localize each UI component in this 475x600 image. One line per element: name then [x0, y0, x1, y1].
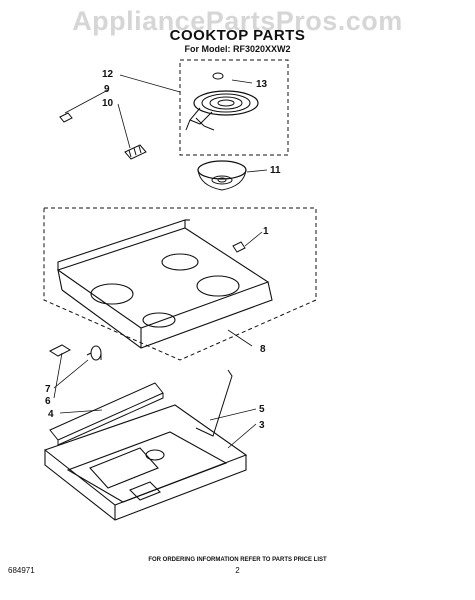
- terminal-block: [59, 112, 147, 160]
- callout-9: 9: [104, 84, 110, 95]
- front-trim: [49, 382, 164, 446]
- callout-6: 6: [45, 396, 51, 407]
- callout-11: 11: [270, 165, 281, 176]
- clip: [232, 241, 246, 253]
- ordering-note: FOR ORDERING INFORMATION REFER TO PARTS …: [148, 557, 327, 563]
- callout-7: 7: [45, 384, 51, 395]
- callout-1: 1: [263, 226, 269, 237]
- watermark: AppliancePartsPros.com: [72, 6, 403, 36]
- bushing: [86, 345, 102, 361]
- callout-4: 4: [48, 409, 54, 420]
- cooktop-outline: [43, 207, 317, 361]
- element-cap: [212, 72, 224, 80]
- callout-5: 5: [259, 404, 265, 415]
- document-number: 684971: [8, 566, 35, 575]
- cooktop-top: [56, 219, 273, 349]
- callout-8: 8: [260, 344, 266, 355]
- callout-13: 13: [256, 79, 268, 90]
- page-title: COOKTOP PARTS: [169, 27, 306, 44]
- bracket: [48, 344, 72, 357]
- page-number: 2: [235, 566, 240, 575]
- callout-12: 12: [102, 69, 114, 80]
- element-assembly-box: [179, 59, 289, 156]
- model-line: For Model: RF3020XXW2: [184, 44, 291, 54]
- callout-3: 3: [259, 420, 265, 431]
- drip-bowl: [197, 160, 247, 191]
- leader-lines: [53, 74, 268, 449]
- surface-element: [185, 90, 259, 131]
- callout-10: 10: [102, 98, 114, 109]
- burner-box: [43, 404, 248, 521]
- rod: [195, 369, 233, 437]
